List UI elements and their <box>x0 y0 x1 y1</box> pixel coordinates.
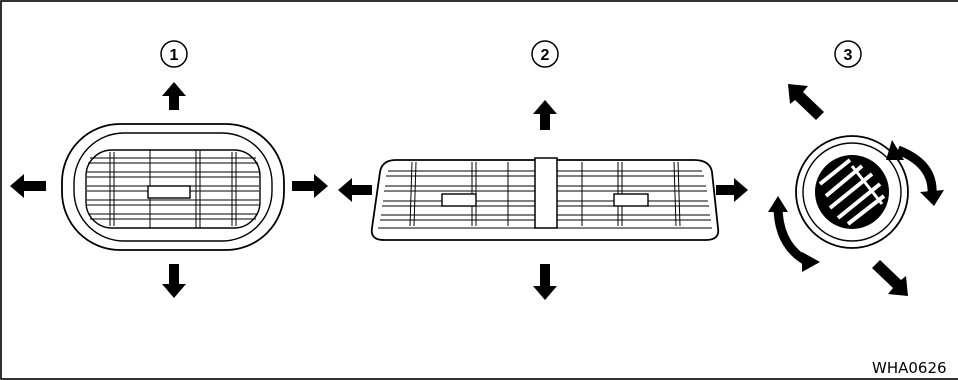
callout-number-2: 2 <box>541 47 550 64</box>
arrow-right-icon <box>292 174 328 198</box>
arrow-left-icon <box>338 178 372 202</box>
arrow-down-icon <box>162 264 186 298</box>
arrow-down-right-icon <box>872 260 908 296</box>
callout-3: 3 <box>835 41 861 67</box>
arrow-down-icon <box>533 264 557 300</box>
callout-number-1: 1 <box>170 47 179 64</box>
arrow-right-icon <box>716 178 748 202</box>
figure-code: WHA0626 <box>872 359 947 377</box>
arrow-up-left-icon <box>788 84 824 120</box>
vent-1-group: 1 <box>10 41 328 298</box>
arrow-up-icon <box>533 100 557 130</box>
vent-2-left-knob <box>442 194 476 206</box>
arrow-up-icon <box>162 82 186 110</box>
vent-2-center-divider <box>535 158 557 228</box>
vent-3-group: 3 <box>768 41 944 296</box>
vent-1-knob <box>148 186 190 198</box>
vent-2-group: 2 <box>338 41 748 300</box>
callout-1: 1 <box>161 41 187 67</box>
callout-2: 2 <box>532 41 558 67</box>
callout-number-3: 3 <box>844 47 853 64</box>
arrow-left-icon <box>10 174 46 198</box>
vent-2-right-knob <box>614 194 648 206</box>
